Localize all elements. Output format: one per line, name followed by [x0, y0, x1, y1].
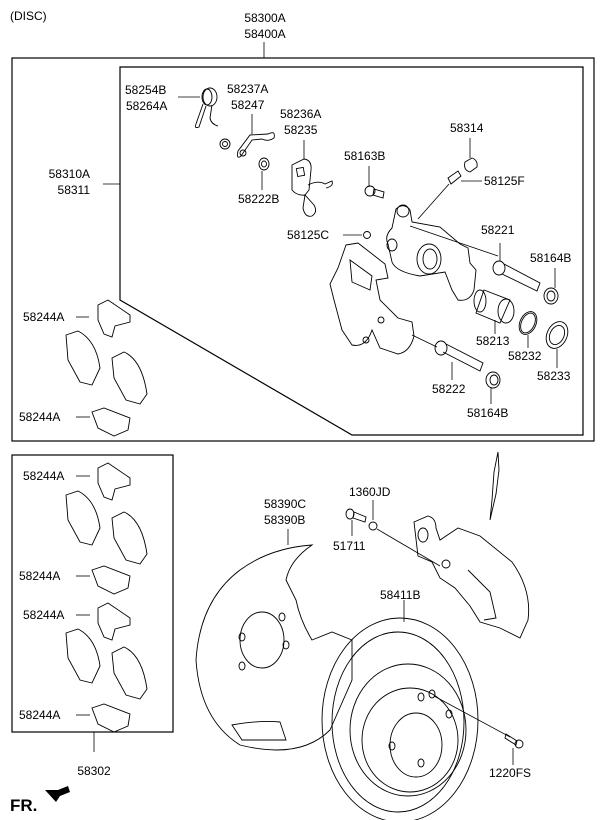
kit-shim-label-1: 58244A: [23, 469, 65, 483]
callout-58125f: 58125F: [484, 174, 525, 188]
caliper-assembly-part: [413, 451, 530, 639]
callout-lever-1: 58237A: [227, 82, 269, 96]
callout-58164b-lower: 58164B: [467, 406, 509, 420]
piston-seal-part: [518, 311, 538, 348]
callout-spring-2: 58264A: [126, 99, 168, 113]
callout-58314: 58314: [450, 121, 484, 135]
bleeder-screw-part: [417, 170, 482, 220]
callout-bracket-1: 58236A: [280, 107, 322, 121]
callout-lever-2: 58247: [231, 98, 265, 112]
callout-dust-cover-1: 58390C: [264, 497, 307, 511]
assembly-label-1: 58300A: [244, 11, 286, 25]
callout-1360jd: 1360JD: [349, 485, 391, 499]
assembly-label-2: 58400A: [244, 27, 286, 41]
nut-part: [219, 138, 231, 150]
screw-1220fs-part: [504, 733, 524, 765]
callout-58213: 58213: [476, 334, 510, 348]
pad-kit-label: 58302: [77, 764, 111, 778]
bolt-51711-part: [345, 508, 367, 536]
callout-58163b: 58163B: [344, 149, 386, 163]
callout-58222: 58222: [432, 382, 466, 396]
callout-58232: 58232: [508, 349, 542, 363]
front-orientation-label: FR.: [10, 796, 38, 815]
carrier-bracket-part: [329, 242, 438, 355]
dust-cover-part: [195, 529, 353, 751]
callout-58411b: 58411B: [380, 588, 421, 602]
callout-58221: 58221: [481, 223, 515, 237]
callout-58125c: 58125C: [287, 228, 330, 242]
pad-kit-box: [11, 454, 174, 733]
bleeder-cap-part: [464, 138, 478, 173]
diagram-title: (DISC): [10, 9, 47, 23]
callout-58233: 58233: [537, 369, 571, 383]
kit-shim-label-2: 58244A: [19, 569, 61, 583]
callout-dust-cover-2: 58390B: [264, 513, 306, 527]
pad-set-upper: [65, 299, 148, 437]
piston-boot-part: [545, 321, 569, 368]
callout-spring-1: 58254B: [125, 83, 167, 97]
front-direction-arrow-icon: [45, 786, 70, 802]
boot-upper-part: [543, 268, 559, 305]
caliper-assembly-box: [11, 57, 595, 442]
kit-shim-label-4: 58244A: [19, 708, 61, 722]
washer-1360jd-part: [368, 500, 441, 567]
callout-58164b-upper: 58164B: [530, 251, 572, 265]
piston-part: [473, 289, 515, 334]
kit-shim-label-3: 58244A: [23, 608, 65, 622]
fitting-58125c-part: [343, 231, 371, 239]
guide-pin-lower-part: [434, 340, 484, 380]
caliper-label-2: 58311: [57, 183, 90, 197]
callout-bracket-2: 58235: [284, 123, 318, 137]
bolt-58163b-part: [364, 166, 385, 199]
caliper-inner-box: [119, 66, 584, 436]
brake-disc-part: [321, 600, 511, 820]
caliper-label-1: 58310A: [48, 167, 90, 181]
callout-58244a-lower: 58244A: [19, 410, 61, 424]
caliper-housing-part: [386, 204, 499, 301]
callout-58222b: 58222B: [238, 192, 280, 206]
pad-kit-parts: [65, 462, 148, 733]
callout-58244a-upper: 58244A: [23, 310, 65, 324]
spring-part: [178, 87, 219, 129]
nut-58222b-part: [258, 157, 270, 190]
callout-51711: 51711: [333, 539, 366, 553]
bracket-part: [291, 140, 333, 217]
guide-pin-upper-part: [492, 243, 541, 292]
boot-lower-part: [485, 371, 501, 404]
lever-part: [236, 114, 275, 158]
callout-1220fs: 1220FS: [489, 766, 532, 780]
